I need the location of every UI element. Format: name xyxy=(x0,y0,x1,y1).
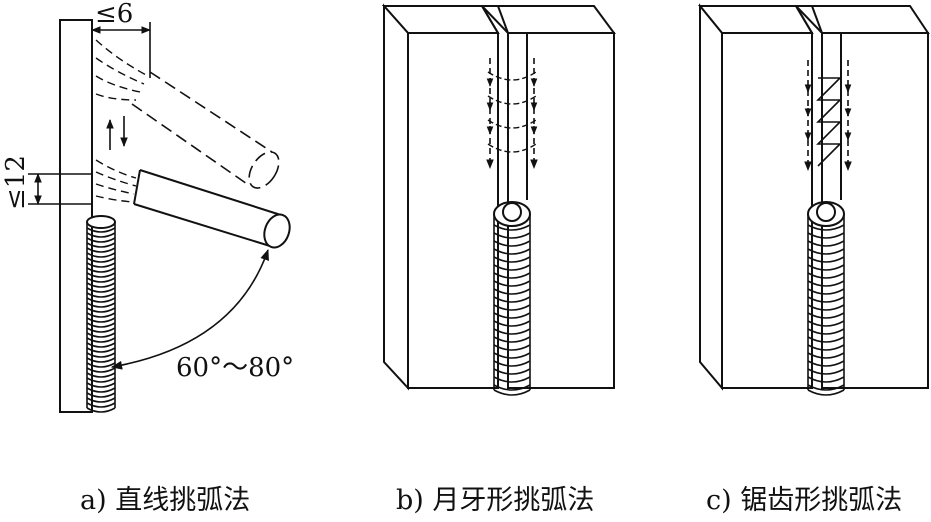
right-block-top xyxy=(479,5,616,34)
base-plate xyxy=(59,19,93,413)
left-block-side xyxy=(383,3,409,391)
left-block-front xyxy=(407,32,499,389)
electrode-tip xyxy=(502,202,522,222)
arc-lines-lower xyxy=(95,159,137,203)
electrode-lifted xyxy=(131,71,280,189)
panel-c-sawtooth-arc xyxy=(697,3,930,396)
panel-a-straight-arc: ≤6 ≤12 xyxy=(1,0,294,413)
arc-lines-upper xyxy=(95,39,149,101)
caption-a: a) 直线挑弧法 xyxy=(80,485,251,516)
panel-b-crescent-arc xyxy=(381,3,616,396)
electrode-working xyxy=(133,169,291,249)
weld-bead xyxy=(807,214,845,396)
right-block-top xyxy=(793,5,930,34)
left-block-front xyxy=(721,32,813,389)
caption-b: b) 月牙形挑弧法 xyxy=(396,485,595,516)
dimension-side xyxy=(28,173,92,205)
angle-label: 60°～80° xyxy=(176,353,294,383)
left-block-side xyxy=(699,3,723,391)
crescent-motion xyxy=(487,71,537,153)
dimension-top xyxy=(91,22,151,78)
dimension-top-label: ≤6 xyxy=(95,0,133,29)
angle-arc xyxy=(110,248,269,370)
caption-c: c) 锯齿形挑弧法 xyxy=(706,485,903,516)
weld-bead-top xyxy=(86,215,116,229)
sawtooth-motion xyxy=(816,77,842,167)
crescent-arrows xyxy=(486,58,538,169)
dimension-side-label: ≤12 xyxy=(1,155,31,210)
electrode-tip xyxy=(816,202,836,222)
